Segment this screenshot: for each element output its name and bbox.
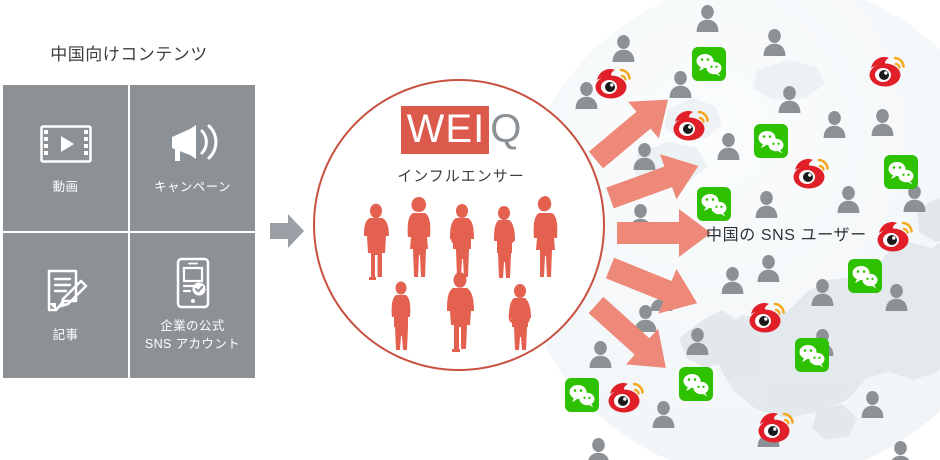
avatar <box>810 278 835 306</box>
influencer-silhouette <box>494 206 515 278</box>
weibo-icon <box>594 66 634 100</box>
avatar <box>632 142 657 170</box>
weibo-icon <box>792 156 832 190</box>
avatar <box>756 254 781 282</box>
weibo-icon <box>868 54 908 88</box>
avatar <box>754 190 779 218</box>
tile-label: 企業の公式 SNS アカウント <box>144 318 241 351</box>
weiq-logo-secondary: Q <box>490 107 522 151</box>
content-tile-grid: 動画 キャンペーン <box>3 85 255 378</box>
avatar <box>822 110 847 138</box>
wechat-icon <box>795 338 829 372</box>
avatar <box>762 28 787 56</box>
avatar <box>860 390 885 418</box>
influencer-silhouette <box>450 204 474 277</box>
wechat-icon <box>697 187 731 221</box>
tile-video[interactable]: 動画 <box>3 85 128 231</box>
influencer-silhouette <box>391 281 411 350</box>
tile-label: キャンペーン <box>154 180 231 195</box>
avatar <box>611 34 636 62</box>
right-arrow-icon <box>266 214 304 248</box>
tile-label: 記事 <box>52 327 79 342</box>
wechat-icon <box>848 259 882 293</box>
influencer-silhouette <box>447 272 474 352</box>
wechat-icon <box>884 155 918 189</box>
weibo-icon <box>607 380 647 414</box>
influencer-subtitle: インフルエンサー <box>397 168 525 185</box>
tile-article[interactable]: 記事 <box>3 232 128 378</box>
smartphone-check-icon <box>166 257 220 308</box>
wechat-icon <box>692 47 726 81</box>
influencer-silhouette <box>533 196 558 277</box>
megaphone-icon <box>166 119 220 169</box>
tile-campaign[interactable]: キャンペーン <box>130 85 255 231</box>
avatar <box>720 266 745 294</box>
avatar <box>777 85 802 113</box>
avatar <box>633 304 658 332</box>
avatar <box>716 132 741 160</box>
avatar <box>685 327 710 355</box>
content-panel: 中国向けコンテンツ 動画 <box>0 0 270 460</box>
influencer-silhouette <box>364 203 389 280</box>
wechat-icon <box>565 378 599 412</box>
influencer-silhouette <box>508 284 531 350</box>
weibo-icon <box>748 300 788 334</box>
weibo-icon <box>757 410 797 444</box>
avatar <box>884 283 909 311</box>
avatar <box>651 400 676 428</box>
avatar <box>836 185 861 213</box>
avatar <box>628 203 653 231</box>
influencer-row-bottom <box>315 271 607 353</box>
influencer-row-top <box>315 196 607 281</box>
panel-title: 中国向けコンテンツ <box>50 45 208 64</box>
weiq-logo-primary: WEI <box>400 106 490 154</box>
tile-official-sns-account[interactable]: 企業の公式 SNS アカウント <box>130 232 255 378</box>
avatar <box>870 108 895 136</box>
weibo-icon <box>672 108 712 142</box>
wechat-icon <box>754 124 788 158</box>
avatar <box>695 4 720 32</box>
world-map-outline <box>635 60 940 440</box>
influencer-silhouette <box>407 197 431 277</box>
film-play-icon <box>39 119 93 169</box>
avatar <box>668 70 693 98</box>
avatar <box>888 440 913 460</box>
tile-label: 動画 <box>52 180 79 195</box>
document-pencil-icon <box>39 267 93 317</box>
sns-users-label: 中国の SNS ユーザー <box>706 227 867 244</box>
weibo-icon <box>876 219 916 258</box>
wechat-icon <box>679 367 713 401</box>
avatar <box>586 437 611 460</box>
